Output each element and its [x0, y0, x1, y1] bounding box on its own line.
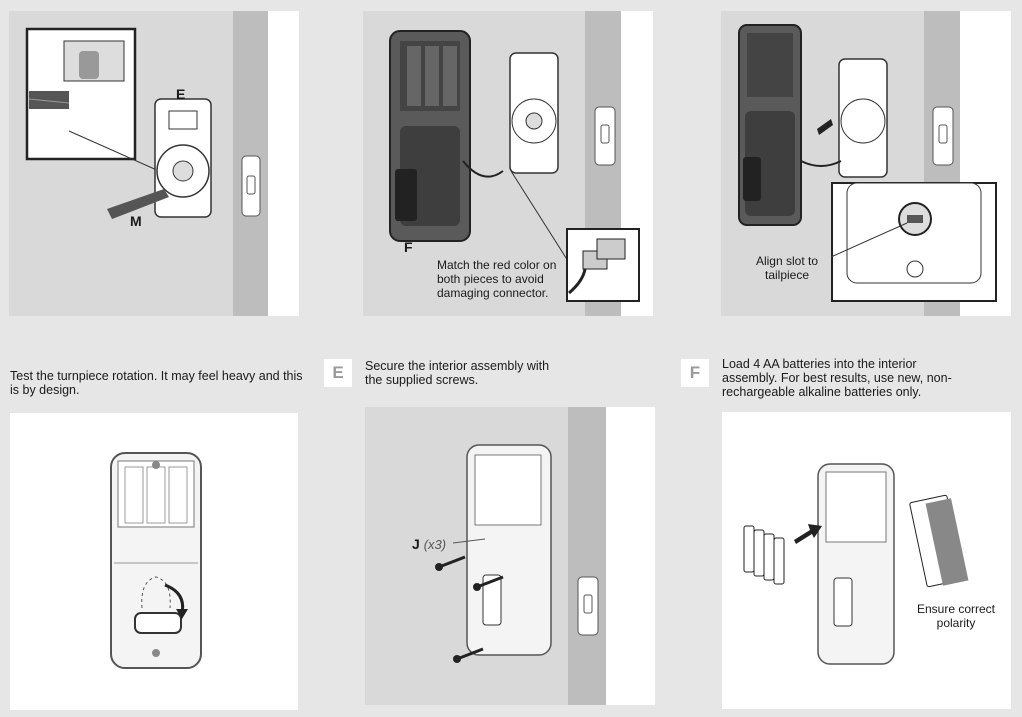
illustration-screws: J (x3): [365, 407, 655, 705]
illustration-align-slot: Align slot to tailpiece: [721, 11, 1011, 316]
step-caption-test-turnpiece: Test the turnpiece rotation. It may feel…: [10, 369, 303, 397]
mounting-plate-drawing: [9, 11, 299, 316]
label-m: M: [130, 213, 142, 229]
label-e: E: [176, 86, 186, 102]
label-j: J (x3): [412, 536, 446, 552]
connector-drawing: [363, 11, 653, 316]
polarity-callout: Ensure correct polarity: [916, 602, 996, 630]
label-j-count: (x3): [423, 537, 447, 552]
turnpiece-drawing: [10, 413, 298, 710]
batteries-drawing: [722, 412, 1011, 709]
illustration-connector: F Match the red color on both pieces to …: [363, 11, 653, 316]
illustration-batteries: Ensure correct polarity: [722, 412, 1011, 709]
step-badge-f: F: [681, 359, 709, 387]
label-j-letter: J: [412, 536, 420, 552]
align-slot-callout: Align slot to tailpiece: [755, 254, 819, 282]
label-f: F: [404, 239, 413, 255]
step-caption-load-batteries: Load 4 AA batteries into the interior as…: [722, 357, 952, 399]
illustration-mounting-plate: E M: [9, 11, 299, 316]
screws-drawing: [365, 407, 655, 705]
step-badge-e: E: [324, 359, 352, 387]
illustration-turnpiece: [10, 413, 298, 710]
connector-callout: Match the red color on both pieces to av…: [437, 258, 557, 300]
align-slot-drawing: [721, 11, 1011, 316]
step-caption-secure-screws: Secure the interior assembly with the su…: [365, 359, 550, 387]
